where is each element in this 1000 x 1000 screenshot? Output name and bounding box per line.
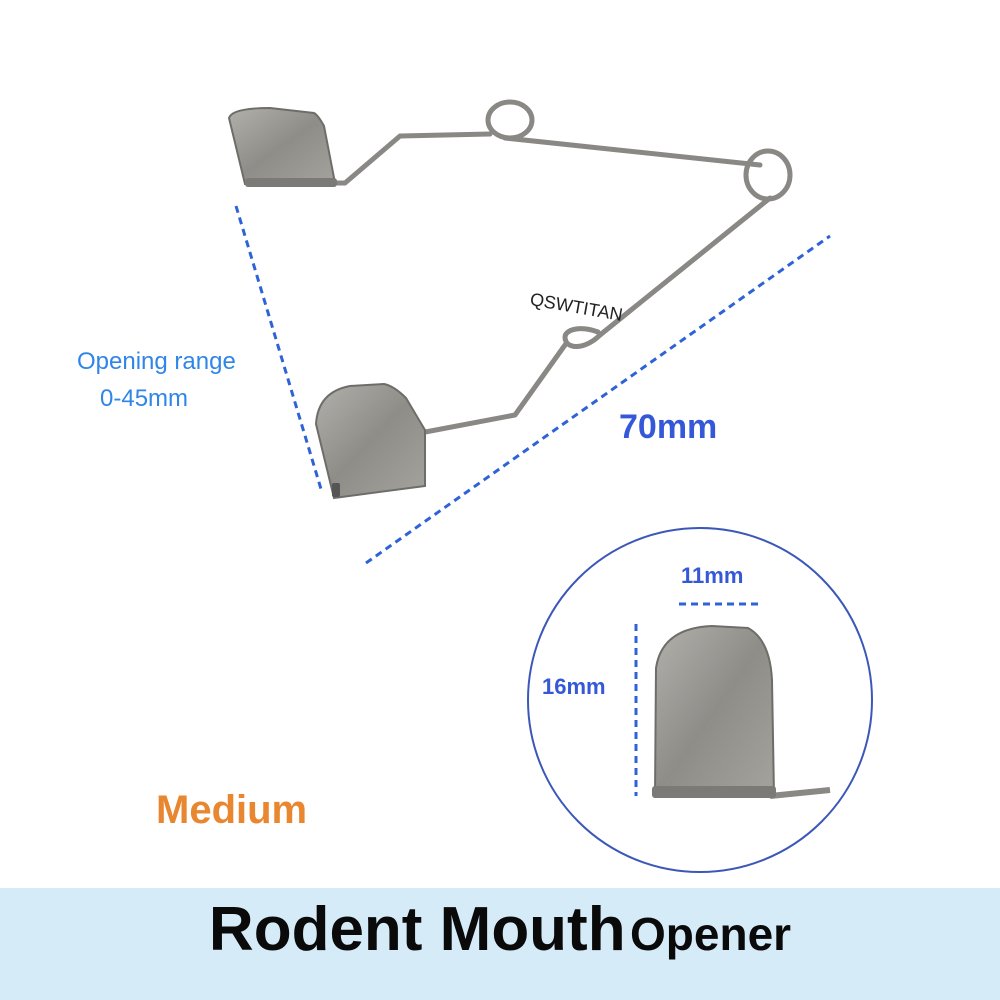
lower-arm-wire: [597, 195, 773, 338]
lower-wire: [417, 342, 568, 436]
product-title-main: Rodent Mouth: [208, 895, 626, 964]
dimension-lines: [234, 205, 831, 565]
detail-blade: [653, 624, 776, 797]
upper-coil: [485, 99, 535, 141]
blade-width-label: 11mm: [681, 563, 744, 588]
hinge-coil: [743, 148, 793, 202]
length-line: [365, 234, 831, 565]
upper-blade: [227, 106, 337, 187]
opening-range-line: [234, 205, 323, 490]
product-title-sub: Opener: [630, 908, 792, 960]
product-title: Rodent Mouth Opener: [0, 894, 1000, 965]
blade-height-label: 16mm: [542, 674, 606, 699]
top-arm-wire: [502, 135, 763, 168]
opening-range-label: Opening range: [77, 348, 236, 375]
lower-blade: [314, 382, 426, 500]
length-label: 70mm: [619, 408, 718, 446]
detail-wire: [769, 787, 831, 799]
title-banner: [0, 888, 1000, 1000]
opening-range-value: 0-45mm: [100, 385, 189, 412]
size-label: Medium: [156, 788, 308, 832]
wire-frame: [247, 99, 793, 436]
blade-detail-circle: [527, 527, 873, 873]
lower-hook-wire: [562, 326, 603, 349]
